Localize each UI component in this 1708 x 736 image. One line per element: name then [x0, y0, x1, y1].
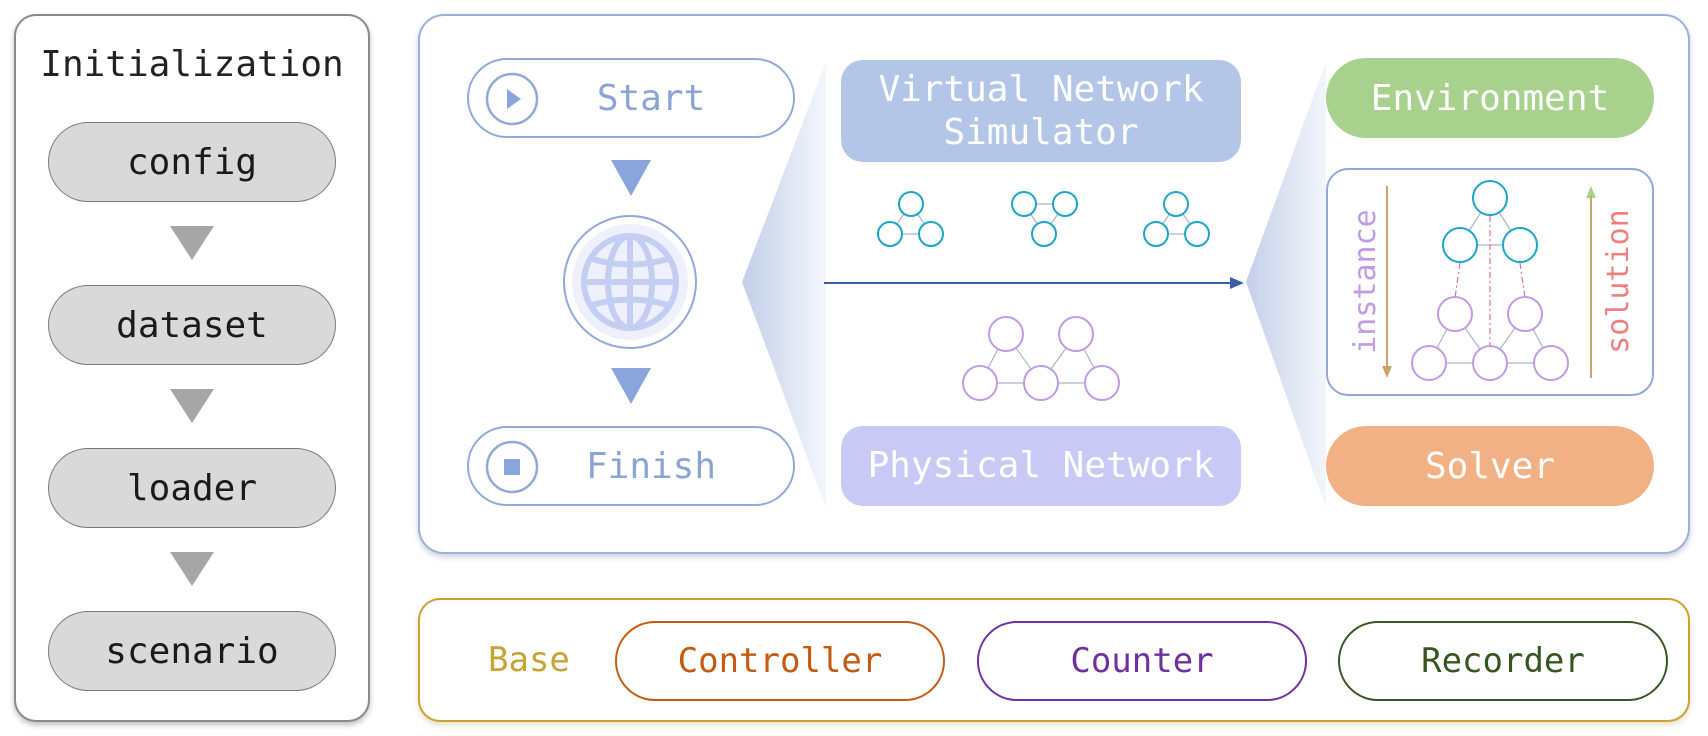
finish-button[interactable]: Finish	[467, 426, 795, 506]
virtual-network-graph	[877, 191, 944, 247]
down-arrow-icon	[170, 226, 214, 260]
virtual-network-simulator[interactable]: Virtual Network Simulator	[841, 60, 1241, 162]
loader-step[interactable]: loader	[48, 448, 336, 528]
virtual-network-graph	[1143, 191, 1210, 247]
physical-network-graph	[962, 316, 1120, 401]
solver-button[interactable]: Solver	[1326, 426, 1654, 506]
instance-label-wrap: instance	[1335, 209, 1395, 354]
down-arrow-icon	[611, 368, 651, 404]
controller-button[interactable]: Controller	[615, 621, 945, 701]
environment-button[interactable]: Environment	[1326, 58, 1654, 138]
stop-icon	[485, 440, 539, 503]
scenario-step[interactable]: scenario	[48, 611, 336, 691]
physical-network[interactable]: Physical Network	[841, 426, 1241, 506]
recorder-button[interactable]: Recorder	[1338, 621, 1668, 701]
solution-arrow	[1586, 186, 1596, 378]
instance-arrow	[1382, 186, 1392, 378]
flow-arrow	[824, 277, 1244, 289]
finish-label: Finish	[585, 445, 717, 487]
counter-button[interactable]: Counter	[977, 621, 1307, 701]
mapping-graph	[1411, 180, 1569, 381]
config-step[interactable]: config	[48, 122, 336, 202]
globe-icon	[562, 214, 698, 354]
start-label: Start	[596, 77, 706, 119]
down-arrow-icon	[611, 160, 651, 196]
initialization-title: Initialization	[40, 44, 344, 85]
solution-label: solution	[1600, 208, 1636, 354]
virtual-network-graph	[1011, 191, 1078, 247]
instance-label: instance	[1347, 208, 1383, 354]
start-button[interactable]: Start	[467, 58, 795, 138]
zoom-wedge-right	[1246, 62, 1326, 508]
dataset-step[interactable]: dataset	[48, 285, 336, 365]
down-arrow-icon	[170, 389, 214, 423]
zoom-wedge-left	[742, 62, 826, 508]
solution-label-wrap: solution	[1588, 209, 1648, 354]
down-arrow-icon	[170, 552, 214, 586]
base-label: Base	[488, 640, 570, 680]
play-icon	[485, 72, 539, 135]
